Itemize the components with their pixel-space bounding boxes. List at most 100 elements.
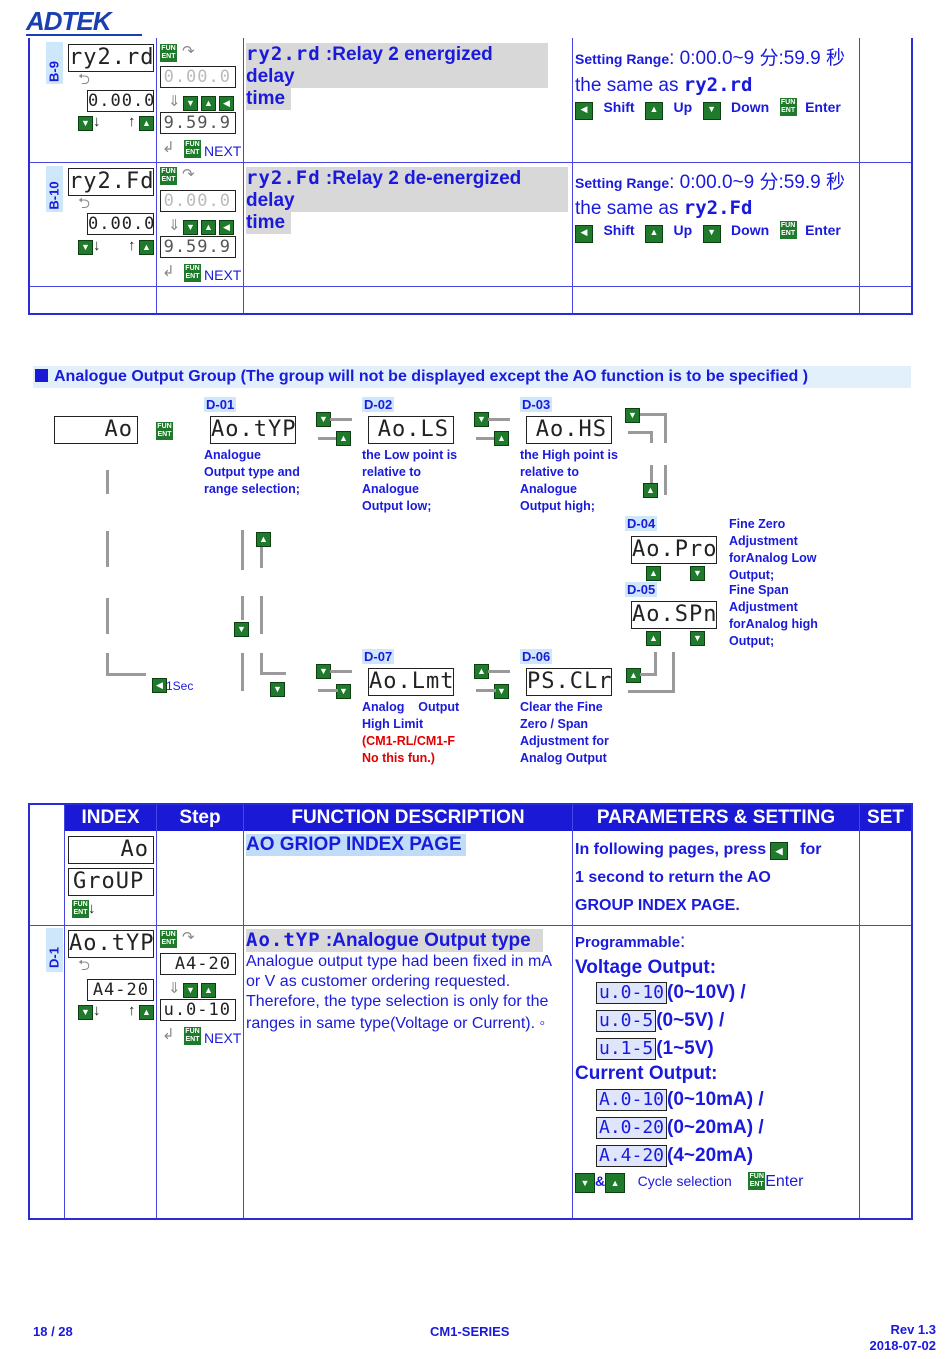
function-title: Ao.tYP :Analogue Output type	[246, 929, 543, 952]
connector-line	[476, 689, 496, 692]
down-button-icon[interactable]: ▼	[690, 631, 705, 646]
next-label: NEXT	[204, 1030, 242, 1046]
connector-line	[106, 598, 109, 634]
up-button-icon[interactable]: ▲	[646, 631, 661, 646]
down-button-icon[interactable]: ▼	[183, 96, 198, 111]
row-id-b10: B-10	[46, 166, 63, 212]
lcd-main-display: Ao.tYP	[68, 930, 155, 958]
connector-line	[650, 431, 653, 443]
cycle-arrow-icon: ⮌	[78, 195, 91, 212]
lcd-main-display: ry2.Fd	[68, 168, 155, 196]
option-row: A.0-10(0~10mA) /	[596, 1087, 764, 1115]
up-button-icon[interactable]: ▲	[139, 240, 154, 255]
up-button-icon[interactable]: ▲	[494, 431, 509, 446]
square-bullet-icon	[35, 369, 48, 382]
lcd-value-display: 0.00.0	[87, 213, 156, 235]
connector-line	[330, 670, 352, 673]
connector-line	[318, 437, 338, 440]
connector-line	[318, 689, 338, 692]
lcd-main-display: ry2.rd	[68, 44, 155, 72]
title-code: ry2.rd	[246, 43, 321, 65]
lcd-d03: Ao.HS	[526, 416, 612, 444]
current-label: Current Output:	[575, 1063, 718, 1084]
up-button-icon[interactable]: ▲	[201, 983, 216, 998]
up-button-icon[interactable]: ▲	[626, 668, 641, 683]
connector-line	[260, 672, 286, 675]
down-button-icon[interactable]: ▼	[270, 682, 285, 697]
down-button-icon[interactable]: ▼	[316, 412, 331, 427]
down-button-icon[interactable]: ▼	[183, 220, 198, 235]
shift-button-icon: ◀	[575, 102, 593, 120]
next-label: NEXT	[204, 143, 242, 159]
down-button-icon[interactable]: ▼	[316, 664, 331, 679]
down-arrow-icon: ↓	[93, 113, 101, 130]
up-button-icon[interactable]: ▲	[643, 483, 658, 498]
connector-line	[260, 596, 263, 634]
up-button-icon[interactable]: ▲	[201, 220, 216, 235]
connector-line	[664, 413, 667, 443]
header-set: SET	[860, 805, 911, 831]
down-button-icon[interactable]: ▼	[494, 684, 509, 699]
next-label: NEXT	[204, 267, 242, 283]
lcd-max: 9.59.9	[160, 236, 236, 258]
turn-arrow-icon: ↷	[182, 166, 195, 183]
down-button-icon[interactable]: ▼	[336, 684, 351, 699]
connector-line	[241, 530, 244, 570]
ao-index-params: In following pages, press◀for 1 second t…	[575, 841, 822, 914]
step-label-d02: D-02	[362, 397, 395, 412]
down-button-icon[interactable]: ▼	[690, 566, 705, 581]
connector-line	[106, 531, 109, 567]
header-step: Step	[157, 805, 243, 831]
turn-arrow-icon: ↷	[182, 43, 195, 60]
down-arrow-icon: ↓	[88, 900, 96, 917]
up-button-icon[interactable]: ▲	[256, 532, 271, 547]
lcd-group: GroUP	[68, 868, 154, 896]
down-button-icon[interactable]: ▼	[78, 240, 93, 255]
down-button-icon: ▼	[702, 225, 721, 243]
voltage-options: u.0-10(0~10V) / u.0-5(0~5V) / u.1-5(1~5V…	[596, 980, 746, 1064]
connector-line	[488, 670, 510, 673]
shift-button-icon[interactable]: ◀	[219, 96, 234, 111]
connector-line	[330, 418, 352, 421]
down-arrow-icon: ⇓	[168, 93, 181, 110]
connector-line	[654, 652, 657, 676]
connector-line	[260, 540, 263, 568]
header-function: FUNCTION DESCRIPTION	[244, 805, 572, 831]
relay-table	[28, 38, 913, 315]
down-button-icon[interactable]: ▼	[78, 1005, 93, 1020]
down-button-icon[interactable]: ▼	[474, 412, 489, 427]
down-arrow-icon: ⇓	[168, 217, 181, 234]
up-arrow-icon: ↑	[128, 1002, 136, 1019]
up-button-icon[interactable]: ▲	[646, 566, 661, 581]
shift-button-icon[interactable]: ◀	[219, 220, 234, 235]
connector-line	[260, 653, 263, 673]
lcd-d01: Ao.tYP	[210, 416, 297, 444]
up-button-icon[interactable]: ▲	[139, 1005, 154, 1020]
down-button-icon[interactable]: ▼	[234, 622, 249, 637]
setting-range: Setting Range: 0:00.0~9 分:59.9 秒	[575, 48, 845, 69]
up-button-icon[interactable]: ▲	[474, 664, 489, 679]
up-button-icon: ▲	[605, 1173, 626, 1193]
up-button-icon[interactable]: ▲	[139, 116, 154, 131]
up-button-icon[interactable]: ▲	[336, 431, 351, 446]
shift-button-icon[interactable]: ◀	[152, 678, 167, 693]
down-button-icon[interactable]: ▼	[78, 116, 93, 131]
current-options: A.0-10(0~10mA) / A.0-20(0~20mA) / A.4-20…	[596, 1087, 764, 1171]
function-title: ry2.Fd :Relay 2 de-energized delay time	[246, 167, 568, 234]
down-button-icon[interactable]: ▼	[183, 983, 198, 998]
down-button-icon[interactable]: ▼	[625, 408, 640, 423]
one-second-label: 1Sec	[166, 679, 194, 693]
d1-parameters: Programmable: Voltage Output:	[575, 931, 717, 978]
lcd-option-b: u.0-10	[160, 999, 236, 1021]
lcd-d02: Ao.LS	[368, 416, 454, 444]
same-as-line: the same as ry2.rd	[575, 74, 753, 96]
return-arrow-icon: ↲	[162, 263, 175, 280]
up-button-icon[interactable]: ▲	[201, 96, 216, 111]
